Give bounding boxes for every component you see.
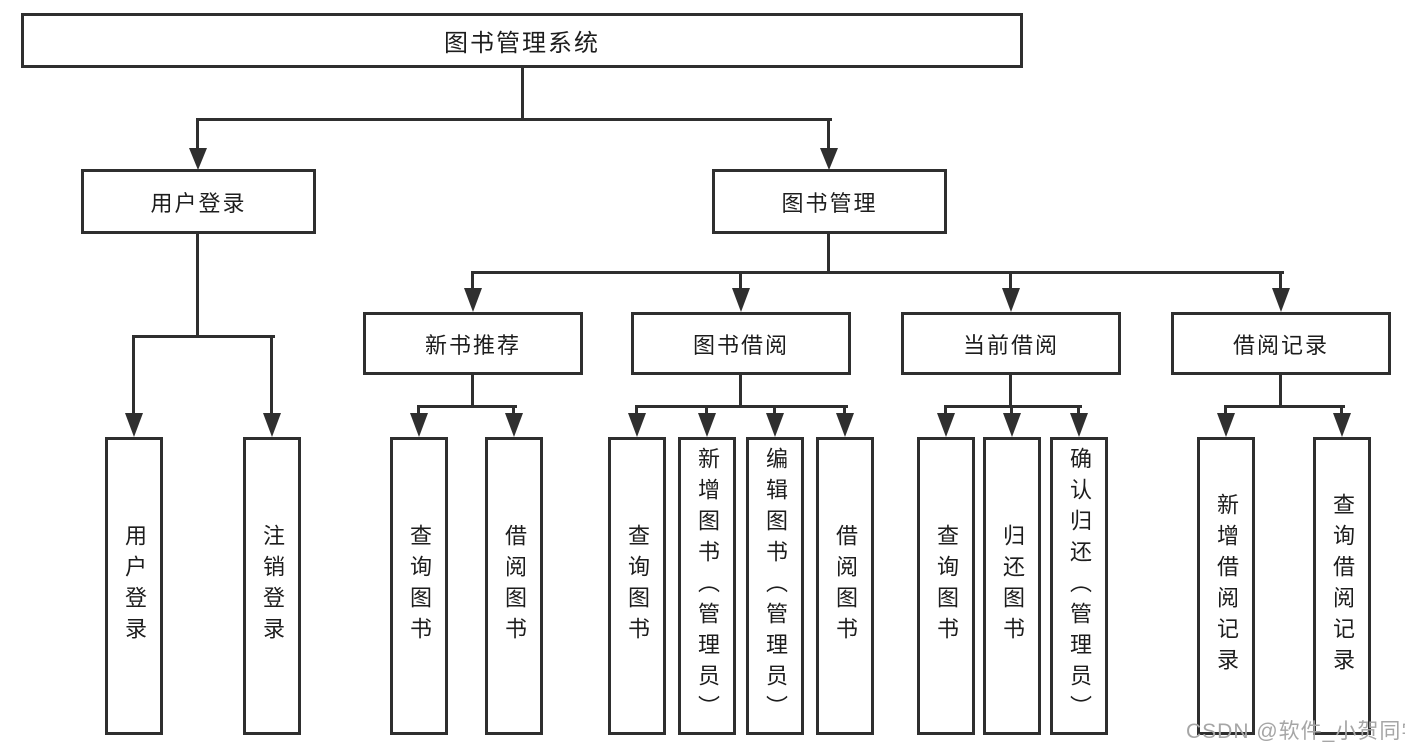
node-leaf-query-books: 查询图书	[917, 437, 975, 735]
edge-root-rail	[196, 118, 832, 121]
edge-user-login-stem	[196, 232, 199, 338]
arrow-down-icon	[125, 413, 143, 437]
edge-new-book-recommend-rail	[417, 405, 517, 408]
edge-new-book-recommend-stem	[471, 373, 474, 407]
edge-book-management-stem	[827, 232, 830, 273]
edge-borrow-records-stem	[1279, 373, 1282, 407]
node-current-borrow: 当前借阅	[901, 312, 1121, 375]
node-label: 确认归还（管理员）	[1067, 446, 1092, 726]
edge-to-new-book-recommend	[471, 271, 474, 290]
edge-drop	[705, 405, 708, 415]
arrow-down-icon	[189, 148, 207, 170]
node-leaf-logout: 注销登录	[243, 437, 301, 735]
node-leaf-user-login: 用户登录	[105, 437, 163, 735]
edge-to-leaf-user-login	[132, 335, 135, 415]
arrow-down-icon	[1272, 288, 1290, 312]
node-leaf-query-borrow-record: 查询借阅记录	[1313, 437, 1371, 735]
edge-drop	[512, 405, 515, 415]
edge-drop	[1077, 405, 1080, 415]
node-leaf-query-books: 查询图书	[608, 437, 666, 735]
node-label: 查询图书	[934, 524, 959, 648]
node-label: 查询借阅记录	[1330, 493, 1355, 679]
edge-drop	[944, 405, 947, 415]
node-label: 借阅图书	[502, 524, 527, 648]
node-label: 编辑图书（管理员）	[763, 446, 788, 726]
arrow-down-icon	[698, 413, 716, 437]
node-leaf-borrow-books: 借阅图书	[816, 437, 874, 735]
edge-to-book-borrow	[739, 271, 742, 290]
edge-root-stem	[521, 68, 524, 120]
node-label: 新增图书（管理员）	[695, 446, 720, 726]
edge-borrow-records-rail	[1224, 405, 1345, 408]
node-borrow-records: 借阅记录	[1171, 312, 1391, 375]
edge-drop	[1224, 405, 1227, 415]
csdn-watermark: CSDN @软件_小贺同学	[1186, 720, 1405, 743]
node-label: 注销登录	[260, 524, 285, 648]
node-label: 借阅图书	[833, 524, 858, 648]
arrow-down-icon	[836, 413, 854, 437]
arrow-down-icon	[1217, 413, 1235, 437]
node-new-book-recommend: 新书推荐	[363, 312, 583, 375]
edge-book-borrow-stem	[739, 373, 742, 407]
node-label: 查询图书	[407, 524, 432, 648]
edge-current-borrow-stem	[1009, 373, 1012, 407]
node-book-management: 图书管理	[712, 169, 947, 234]
edge-drop	[843, 405, 846, 415]
arrow-down-icon	[1070, 413, 1088, 437]
edge-root-to-user-login	[196, 118, 199, 148]
arrow-down-icon	[410, 413, 428, 437]
arrow-down-icon	[628, 413, 646, 437]
arrow-down-icon	[937, 413, 955, 437]
node-leaf-return-books: 归还图书	[983, 437, 1041, 735]
arrow-down-icon	[263, 413, 281, 437]
edge-drop	[1010, 405, 1013, 415]
node-label: 查询图书	[625, 524, 650, 648]
edge-user-login-rail	[132, 335, 275, 338]
arrow-down-icon	[1002, 288, 1020, 312]
node-label: 归还图书	[1000, 524, 1025, 648]
node-label: 用户登录	[122, 524, 147, 648]
node-library-management-system: 图书管理系统	[21, 13, 1023, 68]
edge-to-borrow-records	[1279, 271, 1282, 290]
edge-current-borrow-rail	[944, 405, 1082, 408]
edge-to-current-borrow	[1009, 271, 1012, 290]
arrow-down-icon	[820, 148, 838, 170]
edge-book-management-rail	[471, 271, 1284, 274]
node-book-borrow: 图书借阅	[631, 312, 851, 375]
arrow-down-icon	[1333, 413, 1351, 437]
edge-drop	[417, 405, 420, 415]
node-leaf-query-books: 查询图书	[390, 437, 448, 735]
edge-book-borrow-rail	[635, 405, 848, 408]
edge-drop	[773, 405, 776, 415]
arrow-down-icon	[505, 413, 523, 437]
edge-drop	[1340, 405, 1343, 415]
node-leaf-confirm-return-admin: 确认归还（管理员）	[1050, 437, 1108, 735]
edge-to-leaf-logout	[270, 335, 273, 415]
node-user-login: 用户登录	[81, 169, 316, 234]
node-leaf-edit-books-admin: 编辑图书（管理员）	[746, 437, 804, 735]
arrow-down-icon	[1003, 413, 1021, 437]
arrow-down-icon	[766, 413, 784, 437]
edge-root-to-book-management	[827, 118, 830, 148]
node-leaf-add-borrow-record: 新增借阅记录	[1197, 437, 1255, 735]
node-label: 新增借阅记录	[1214, 493, 1239, 679]
node-leaf-borrow-books: 借阅图书	[485, 437, 543, 735]
arrow-down-icon	[464, 288, 482, 312]
arrow-down-icon	[732, 288, 750, 312]
edge-drop	[635, 405, 638, 415]
node-leaf-add-books-admin: 新增图书（管理员）	[678, 437, 736, 735]
